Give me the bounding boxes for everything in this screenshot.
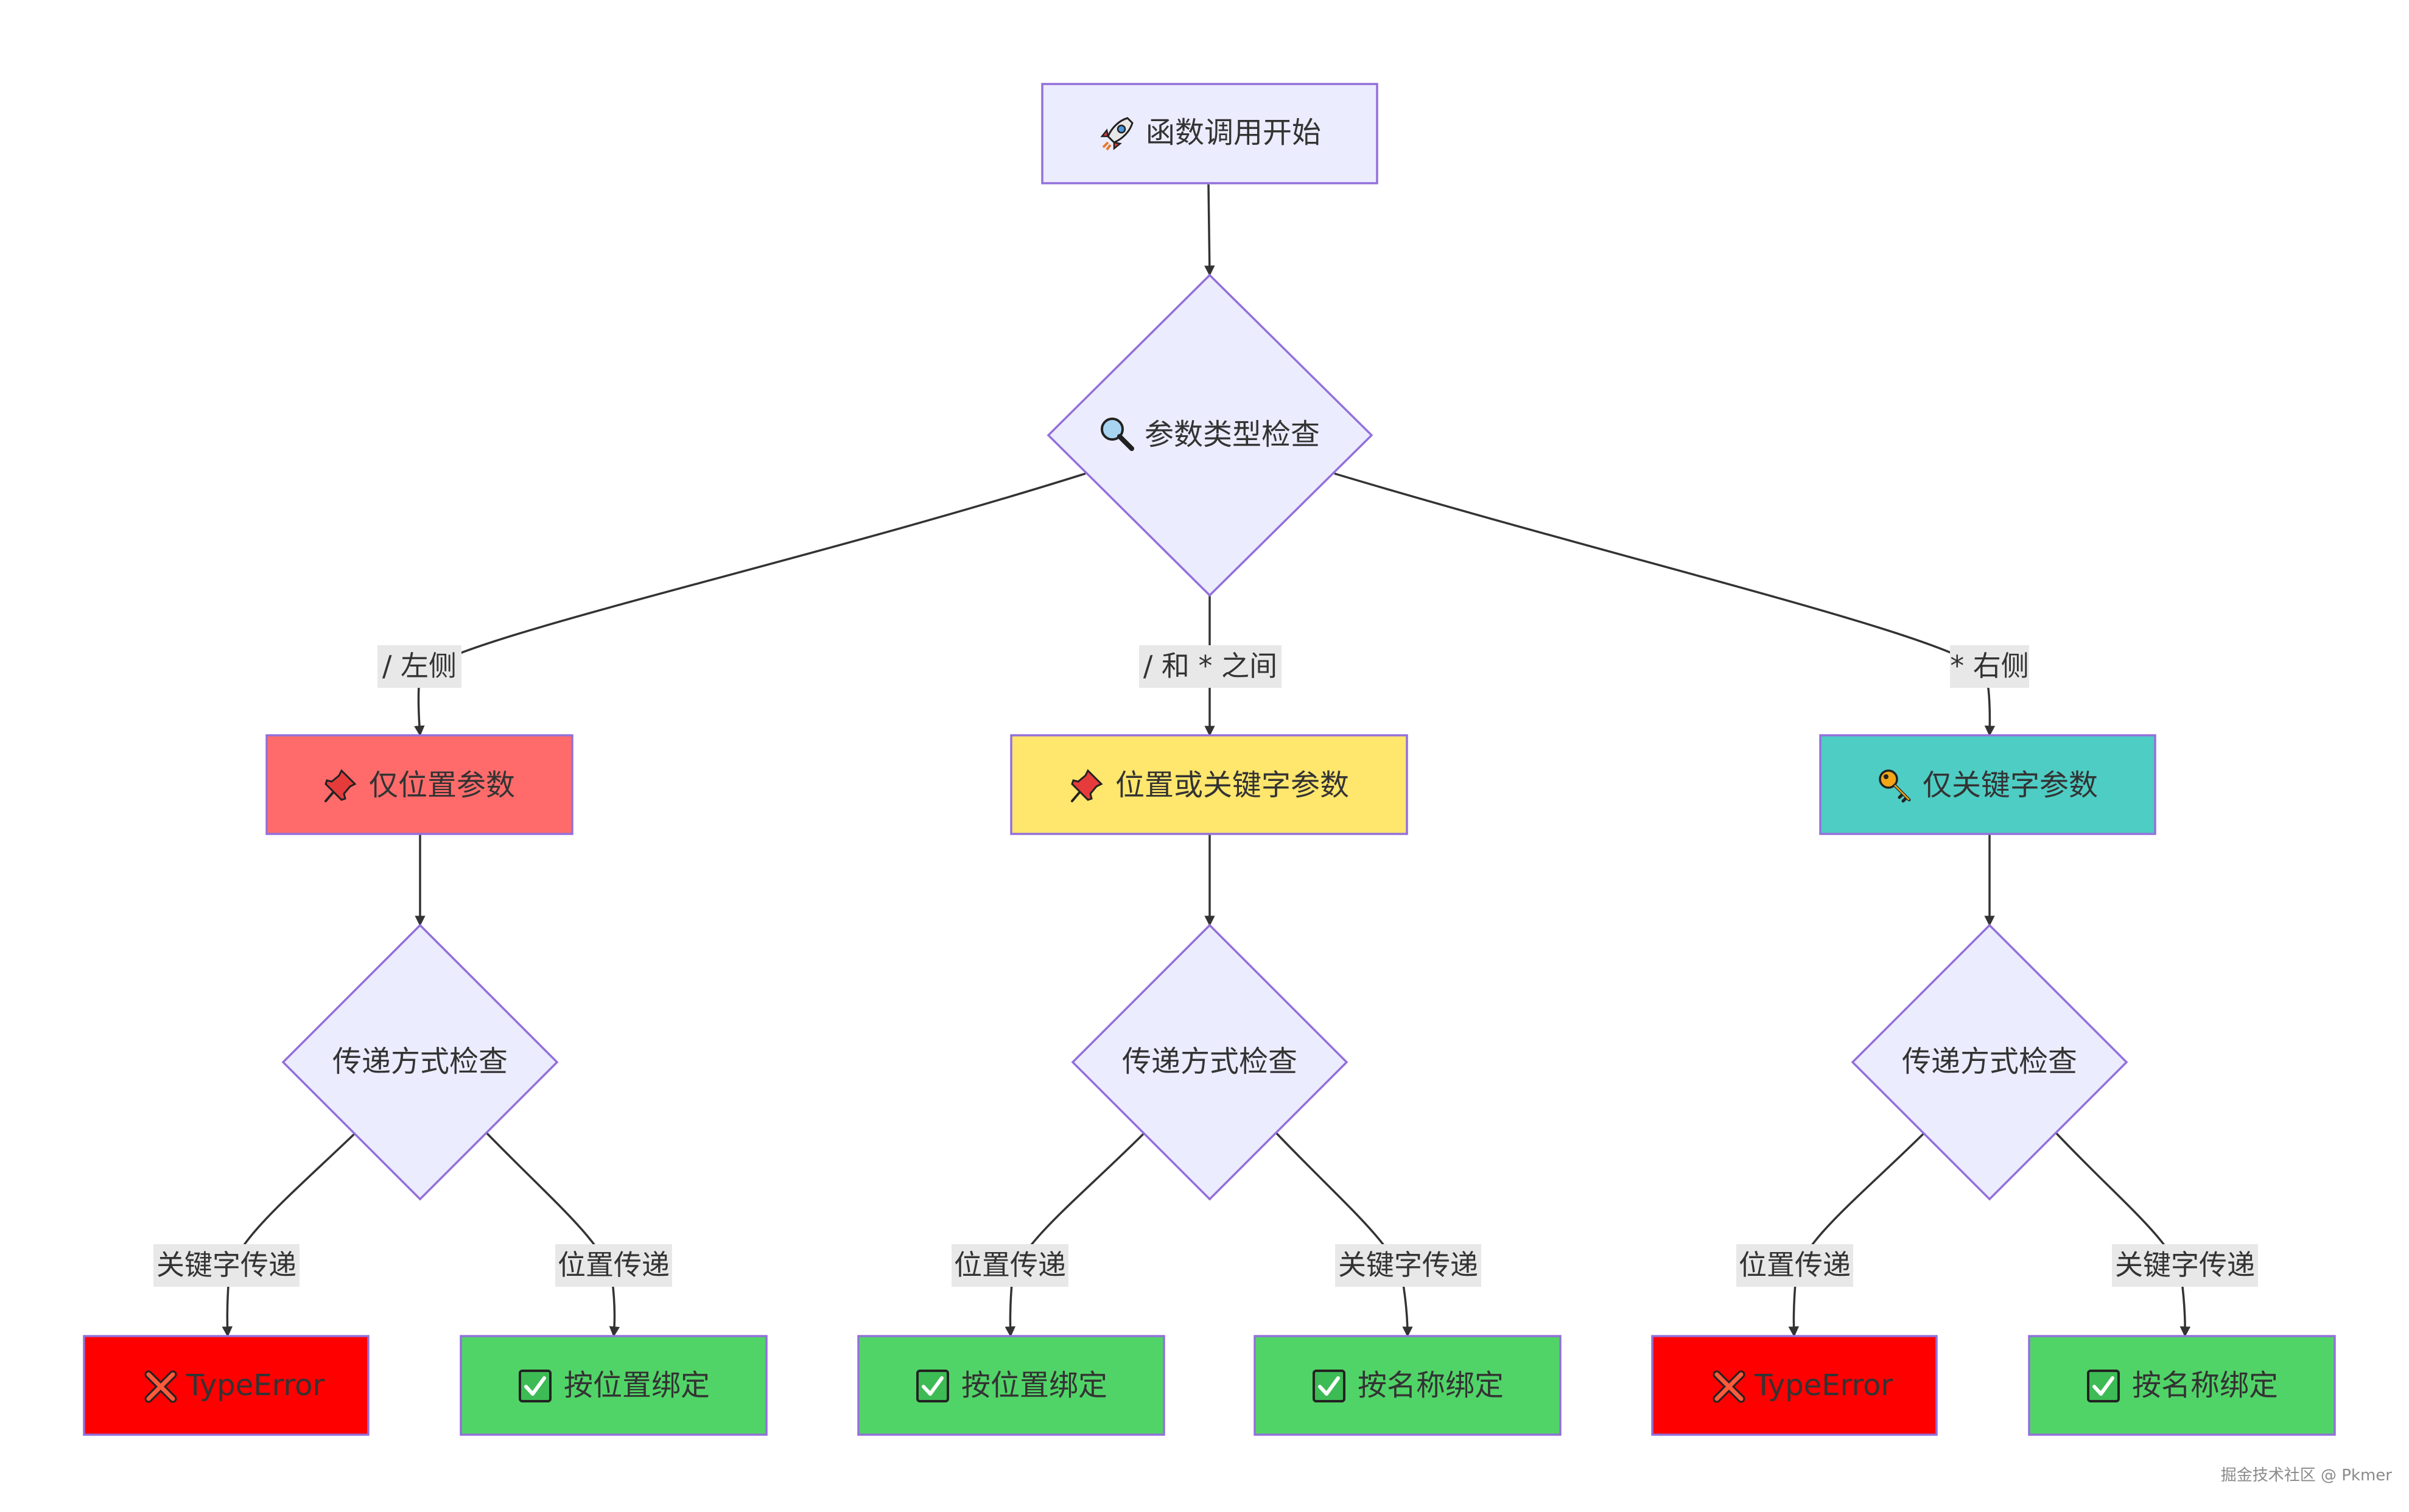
node-keyword-only: 仅关键字参数 — [1819, 734, 2156, 835]
node-positional-or-keyword: 位置或关键字参数 — [1010, 734, 1408, 835]
pushpin-icon — [1071, 769, 1103, 802]
edge-label-r1: 位置传递 — [1736, 1244, 1853, 1287]
svg-text:位置传递: 位置传递 — [954, 1248, 1066, 1281]
node-pass-mode-check-mid-label: 传递方式检查 — [1122, 1045, 1297, 1079]
node-param-type-check-label: 参数类型检查 — [1145, 418, 1320, 452]
edge-check-to-kw-only — [1334, 472, 1996, 737]
pushpin-icon — [324, 769, 357, 802]
svg-text:关键字传递: 关键字传递 — [2115, 1248, 2255, 1281]
cross-icon — [144, 1370, 177, 1403]
node-param-type-check: 参数类型检查 — [1047, 273, 1373, 597]
node-pass-mode-check-mid: 传递方式检查 — [1071, 923, 1348, 1201]
edge-check-right-to-res5 — [1788, 1132, 1925, 1337]
edge-label-left-of-slash: / 左侧 — [377, 645, 461, 688]
node-result-typeerror-1-label: TypeError — [186, 1368, 325, 1402]
node-pass-mode-check-right: 传递方式检查 — [1851, 923, 2128, 1201]
svg-text:关键字传递: 关键字传递 — [1338, 1248, 1478, 1281]
edge-label-between: / 和 * 之间 — [1139, 645, 1282, 688]
node-result-bind-name-1: 按名称绑定 — [1254, 1335, 1562, 1436]
edge-label-right-of-star: * 右侧 — [1950, 645, 2029, 688]
edge-label-r2: 关键字传递 — [2112, 1244, 2258, 1287]
edge-start-to-check — [1204, 184, 1215, 276]
edge-check-left-to-res1 — [222, 1132, 356, 1337]
edge-label-l1: 关键字传递 — [153, 1244, 300, 1287]
node-result-typeerror-2: TypeError — [1651, 1335, 1938, 1436]
edge-label-m2: 关键字传递 — [1335, 1244, 1481, 1287]
svg-text:位置传递: 位置传递 — [558, 1248, 670, 1281]
node-result-bind-name-1-label: 按名称绑定 — [1358, 1368, 1504, 1402]
watermark: 掘金技术社区 @ Pkmer — [2220, 1466, 2392, 1485]
edge-label-m1: 位置传递 — [952, 1244, 1068, 1287]
node-pass-mode-check-left: 传递方式检查 — [281, 923, 559, 1201]
node-result-typeerror-2-label: TypeError — [1754, 1368, 1893, 1402]
node-result-bind-position-2: 按位置绑定 — [857, 1335, 1165, 1436]
key-icon — [1879, 769, 1911, 803]
node-positional-or-keyword-label: 位置或关键字参数 — [1115, 768, 1349, 802]
edge-label-l2: 位置传递 — [555, 1244, 672, 1287]
cross-icon — [1713, 1370, 1745, 1403]
checkbox-icon — [519, 1370, 552, 1402]
checkbox-icon — [916, 1370, 949, 1402]
node-result-typeerror-1: TypeError — [83, 1335, 370, 1436]
node-result-bind-position-2-label: 按位置绑定 — [961, 1368, 1107, 1402]
edge-check-right-to-res6 — [2055, 1132, 2191, 1337]
edge-check-left-to-res2 — [486, 1132, 620, 1337]
svg-text:关键字传递: 关键字传递 — [156, 1248, 296, 1281]
node-start: 函数调用开始 — [1041, 83, 1378, 184]
node-positional-only-label: 仅位置参数 — [369, 768, 515, 802]
magnifier-icon — [1101, 418, 1134, 451]
edge-check-mid-to-res3 — [1005, 1132, 1145, 1337]
edge-check-to-pos-only — [414, 472, 1086, 737]
node-pass-mode-check-right-label: 传递方式检查 — [1902, 1045, 2077, 1079]
svg-text:/ 左侧: / 左侧 — [382, 649, 457, 682]
node-result-bind-name-2-label: 按名称绑定 — [2132, 1368, 2278, 1402]
svg-text:/ 和 * 之间: / 和 * 之间 — [1143, 649, 1277, 682]
node-keyword-only-label: 仅关键字参数 — [1923, 768, 2098, 802]
edge-labels: / 左侧 / 和 * 之间 * 右侧 关键字传递 位置传递 位置传递 关键字传递 — [153, 645, 2258, 1287]
rocket-icon — [1100, 117, 1134, 151]
svg-text:位置传递: 位置传递 — [1739, 1248, 1851, 1281]
node-positional-only: 仅位置参数 — [265, 734, 573, 835]
svg-text:* 右侧: * 右侧 — [1950, 649, 2029, 682]
checkbox-icon — [2087, 1370, 2120, 1402]
node-pass-mode-check-left-label: 传递方式检查 — [332, 1045, 508, 1079]
node-result-bind-position-1: 按位置绑定 — [460, 1335, 768, 1436]
node-result-bind-position-1-label: 按位置绑定 — [564, 1368, 710, 1402]
node-start-label: 函数调用开始 — [1146, 116, 1321, 150]
node-result-bind-name-2: 按名称绑定 — [2028, 1335, 2336, 1436]
edge-check-mid-to-res4 — [1275, 1132, 1413, 1337]
checkbox-icon — [1313, 1370, 1345, 1402]
